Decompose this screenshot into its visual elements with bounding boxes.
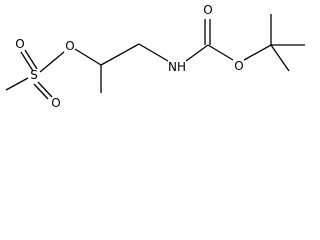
atom-sulfonyl-oxygen-upper: O: [15, 37, 24, 51]
bond-methyl-sulfur: [5, 77, 29, 91]
bond-sulfur-ester-oxygen: [39, 51, 65, 73]
bond-methylene-nitrogen: [138, 43, 169, 62]
bond-carbamate-oxygen-tert-carbon: [243, 44, 272, 61]
bond-sulfur-oxygen-lower-b: [37, 81, 53, 98]
bond-sulfur-oxygen-lower-a: [33, 83, 49, 100]
bond-tert-carbon-methyl-down: [270, 44, 290, 72]
atom-sulfur: S: [30, 68, 38, 82]
atom-amide-nitrogen: NH: [168, 60, 186, 74]
atom-carbamate-oxygen: O: [234, 59, 243, 73]
bond-nitrogen-carbonyl: [185, 44, 209, 62]
chemical-structure-diagram: S O O O NH O O: [5, 3, 305, 110]
bond-sulfur-oxygen-upper-a: [20, 51, 34, 72]
atom-labels: S O O O NH O O: [15, 3, 243, 110]
bond-ester-oxygen-methine: [74, 48, 102, 66]
bonds: [5, 14, 305, 100]
bond-methine-methylene: [100, 43, 140, 66]
bond-carbonyl-carbamate-oxygen: [207, 44, 234, 61]
atom-carbonyl-oxygen: O: [203, 3, 212, 17]
atom-sulfonyl-oxygen-lower: O: [51, 96, 60, 110]
bond-sulfur-oxygen-upper-b: [24, 49, 38, 70]
atom-ester-oxygen: O: [65, 39, 74, 53]
